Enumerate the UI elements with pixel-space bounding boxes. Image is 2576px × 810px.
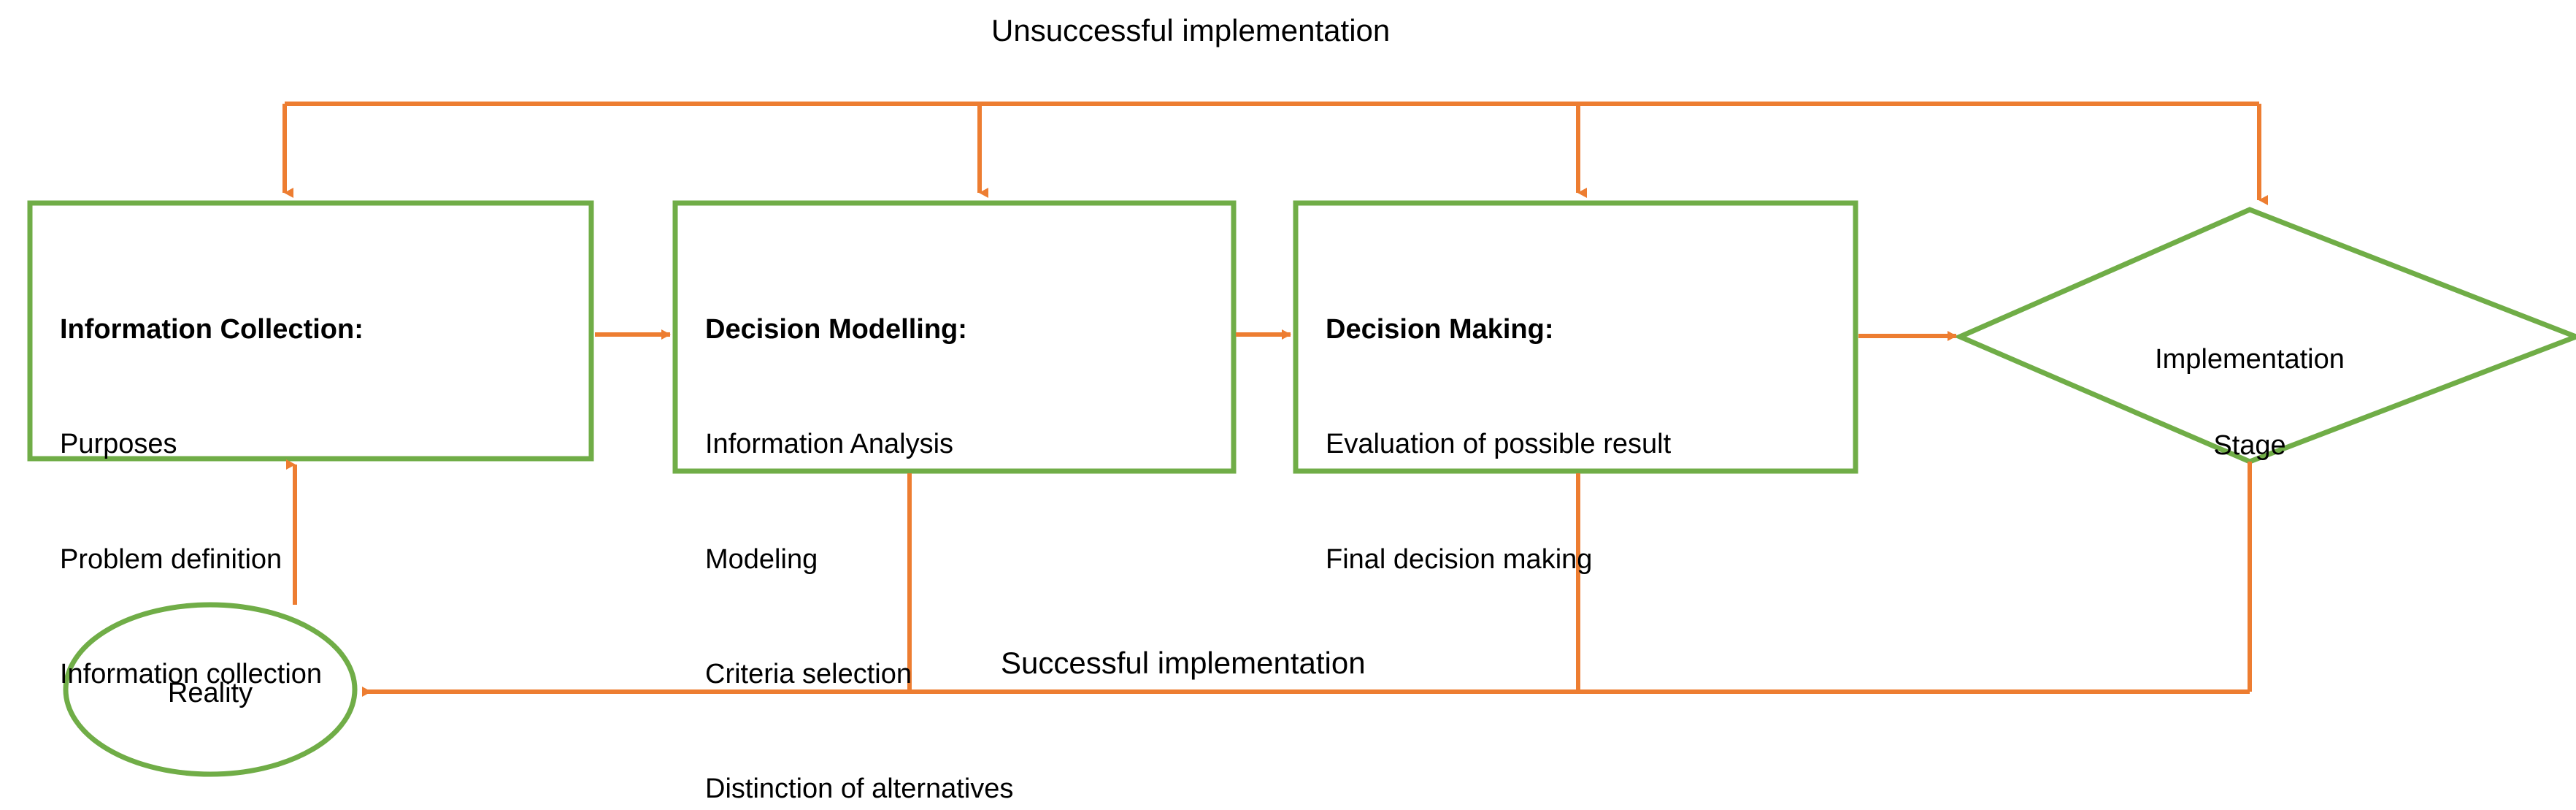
node-information-collection-line-0: Purposes: [60, 429, 177, 460]
node-implementation-stage-label: Implementation Stage: [2104, 295, 2396, 510]
node-decision-modelling-shape[interactable]: [672, 200, 1237, 474]
node-information-collection-shape[interactable]: [27, 200, 594, 462]
node-reality-label: Reality: [167, 678, 253, 708]
node-reality-shape[interactable]: [63, 602, 358, 777]
edge-label-successful-implementation: Successful implementation: [1001, 646, 1366, 680]
node-decision-modelling-title: Decision Modelling:: [705, 313, 967, 345]
node-decision-making-line-1: Final decision making: [1326, 543, 1593, 575]
node-decision-making-title: Decision Making:: [1326, 313, 1554, 345]
node-decision-modelling-line-1: Modeling: [705, 543, 818, 575]
node-information-collection-line-1: Problem definition: [60, 543, 282, 575]
node-decision-making-line-0: Evaluation of possible result: [1326, 429, 1672, 460]
node-decision-modelling-line-3: Distinction of alternatives: [705, 773, 1014, 805]
node-decision-modelling-line-2: Criteria selection: [705, 658, 912, 689]
edge-label-unsuccessful-implementation: Unsuccessful implementation: [991, 13, 1391, 47]
node-decision-modelling-text: Decision Modelling: Information Analysis…: [705, 234, 1216, 810]
node-implementation-stage-label-line2: Stage: [2213, 429, 2286, 461]
node-decision-modelling-line-0: Information Analysis: [705, 429, 954, 460]
node-information-collection-text: Information Collection: Purposes Problem…: [60, 234, 571, 770]
node-information-collection-line-2: Information collection: [60, 658, 323, 689]
node-decision-making-shape[interactable]: [1293, 200, 1858, 474]
node-implementation-stage-label-line1: Implementation: [2155, 343, 2345, 375]
node-information-collection-title: Information Collection:: [60, 313, 364, 345]
node-decision-making-text: Decision Making: Evaluation of possible …: [1326, 234, 1844, 655]
